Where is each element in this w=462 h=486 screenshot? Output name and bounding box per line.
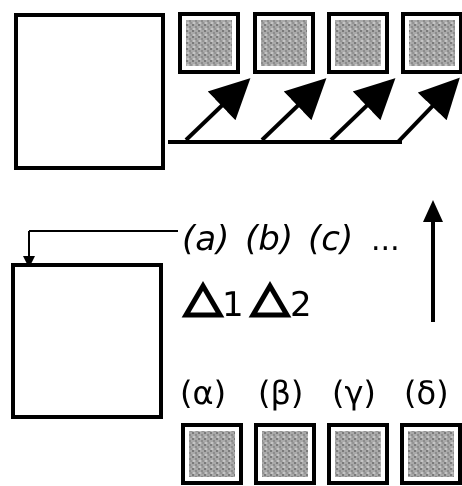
label-c: (c): [308, 219, 353, 259]
label-ellipsis: ...: [371, 223, 400, 258]
delta-labels: 1 2: [181, 281, 312, 325]
bottom-thumbnail-beta: [254, 423, 316, 485]
label-alpha: (α): [180, 374, 226, 412]
label-gamma: (γ): [332, 374, 376, 412]
diagonal-arrow-1: [184, 78, 251, 142]
diagonal-arrow-2: [260, 78, 327, 142]
feedback-arrow: [28, 230, 178, 262]
bottom-thumbnail-gamma: [327, 423, 389, 485]
top-thumbnail-2: [253, 12, 315, 74]
diagonal-arrow-4: [396, 77, 460, 144]
top-thumbnail-1: [178, 12, 240, 74]
diagonal-arrows: [184, 77, 460, 144]
delta-2-triangle: [248, 281, 292, 318]
top-thumbnail-4: [401, 12, 462, 74]
diagonal-arrow-3: [329, 78, 396, 142]
top-thumbnail-row: [178, 12, 462, 74]
label-beta: (β): [258, 374, 303, 412]
label-a: (a): [182, 219, 229, 259]
vertical-up-arrow-head: [423, 200, 443, 222]
top-thumbnail-3: [327, 12, 389, 74]
label-b: (b): [245, 219, 293, 259]
delta-1-triangle: [181, 281, 225, 318]
delta-2-number: 2: [290, 285, 312, 325]
greek-labels: (α) (β) (γ) (δ): [180, 374, 449, 412]
bottom-thumbnail-alpha: [181, 423, 243, 485]
bottom-thumbnail-delta: [400, 423, 462, 485]
bottom-large-frame: [11, 263, 163, 419]
label-delta: (δ): [404, 374, 449, 412]
latin-labels: (a) (b) (c) ...: [182, 219, 400, 259]
top-large-frame: [14, 13, 165, 170]
bottom-thumbnail-row: [181, 423, 462, 485]
delta-1-number: 1: [222, 285, 244, 325]
feedback-arrow-head: [23, 256, 35, 268]
